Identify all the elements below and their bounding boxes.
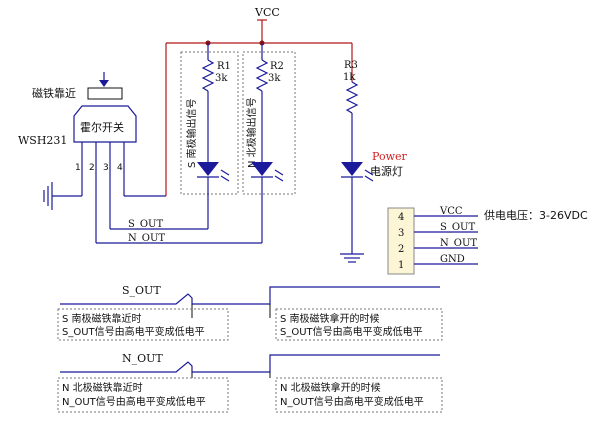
led-s-icon xyxy=(197,162,219,176)
vcc-rail: VCC xyxy=(165,6,352,196)
pin-number: 4 xyxy=(117,163,123,173)
s-signal-branch: S 南极输出信号 R1 3k xyxy=(180,43,239,229)
hall-sensor: 磁铁靠近 霍尔开关 WSH231 1 2 3 4 xyxy=(18,72,166,243)
connector: 4 3 2 1 VCC S_OUT N_OUT GND 供电电压：3-26VDC xyxy=(387,206,588,275)
output-nets: S_OUT N_OUT xyxy=(96,219,262,244)
n-near-box xyxy=(57,377,229,413)
connector-body xyxy=(387,207,415,275)
s-away-box xyxy=(275,308,443,341)
timing-s-out: S_OUT S 南极磁铁靠近时 S_OUT信号由高电平变成低电平 S 南极磁铁拿… xyxy=(57,284,443,341)
connector-pin-num: 2 xyxy=(398,244,404,255)
connector-pin-num: 1 xyxy=(398,260,404,271)
s-away-line2: S_OUT信号由高电平变成低电平 xyxy=(280,325,423,338)
n-signal-label: N 北极输出信号 xyxy=(245,97,258,168)
pin-number: 1 xyxy=(75,163,81,173)
magnet-label: 磁铁靠近 xyxy=(32,86,76,100)
led-power-icon xyxy=(341,162,363,176)
resistor-r3-icon xyxy=(345,81,359,114)
s-signal-label: S 南极输出信号 xyxy=(185,98,198,168)
n-away-line2: N_OUT信号由高电平变成低电平 xyxy=(280,395,424,408)
timing-n-out: N_OUT N 北极磁铁靠近时 N_OUT信号由高电平变成低电平 N 北极磁铁拿… xyxy=(57,352,443,413)
connector-net: N_OUT xyxy=(440,238,477,249)
n-near-line1: N 北极磁铁靠近时 xyxy=(62,381,143,394)
supply-note: 供电电压：3-26VDC xyxy=(484,208,588,222)
n-signal-box xyxy=(242,51,296,195)
s-near-line1: S 南极磁铁靠近时 xyxy=(62,312,142,325)
power-led-label: 电源灯 xyxy=(370,164,403,178)
connector-net: S_OUT xyxy=(440,222,475,233)
s-away-line1: S 南极磁铁拿开的时候 xyxy=(280,312,380,325)
n-signal-branch: N 北极输出信号 R2 3k xyxy=(242,43,296,243)
connector-pin-num: 4 xyxy=(398,212,404,223)
net-n-out: N_OUT xyxy=(128,233,165,244)
resistor-r1-icon xyxy=(201,59,215,92)
led-n-icon xyxy=(251,162,273,176)
s-near-line2: S_OUT信号由高电平变成低电平 xyxy=(62,325,205,338)
power-title: Power xyxy=(372,150,408,163)
s-signal-box xyxy=(180,51,239,195)
sensor-model: WSH231 xyxy=(18,134,67,147)
r3-name: R3 xyxy=(344,60,358,71)
chip-label: 霍尔开关 xyxy=(80,120,124,134)
r1-value: 3k xyxy=(215,73,228,84)
resistor-r2-icon xyxy=(255,59,269,92)
hall-chip-body xyxy=(73,105,137,143)
pin-number: 3 xyxy=(103,163,109,173)
connector-pin-num: 3 xyxy=(398,228,404,239)
r2-name: R2 xyxy=(270,61,284,72)
r2-value: 3k xyxy=(268,73,281,84)
s-near-box xyxy=(57,308,229,341)
timing-n-label: N_OUT xyxy=(122,352,163,365)
n-away-line1: N 北极磁铁拿开的时候 xyxy=(280,381,381,394)
r3-value: 1k xyxy=(343,72,356,83)
power-led-branch: R3 1k Power 电源灯 xyxy=(340,43,408,263)
timing-s-label: S_OUT xyxy=(122,284,161,297)
vcc-label: VCC xyxy=(254,6,280,19)
connector-net: VCC xyxy=(439,206,463,217)
net-s-out: S_OUT xyxy=(128,219,163,230)
magnet-rect xyxy=(87,87,123,100)
r1-name: R1 xyxy=(217,61,231,72)
n-near-line2: N_OUT信号由高电平变成低电平 xyxy=(62,395,206,408)
pin-number: 2 xyxy=(89,163,95,173)
connector-net: GND xyxy=(440,254,465,265)
